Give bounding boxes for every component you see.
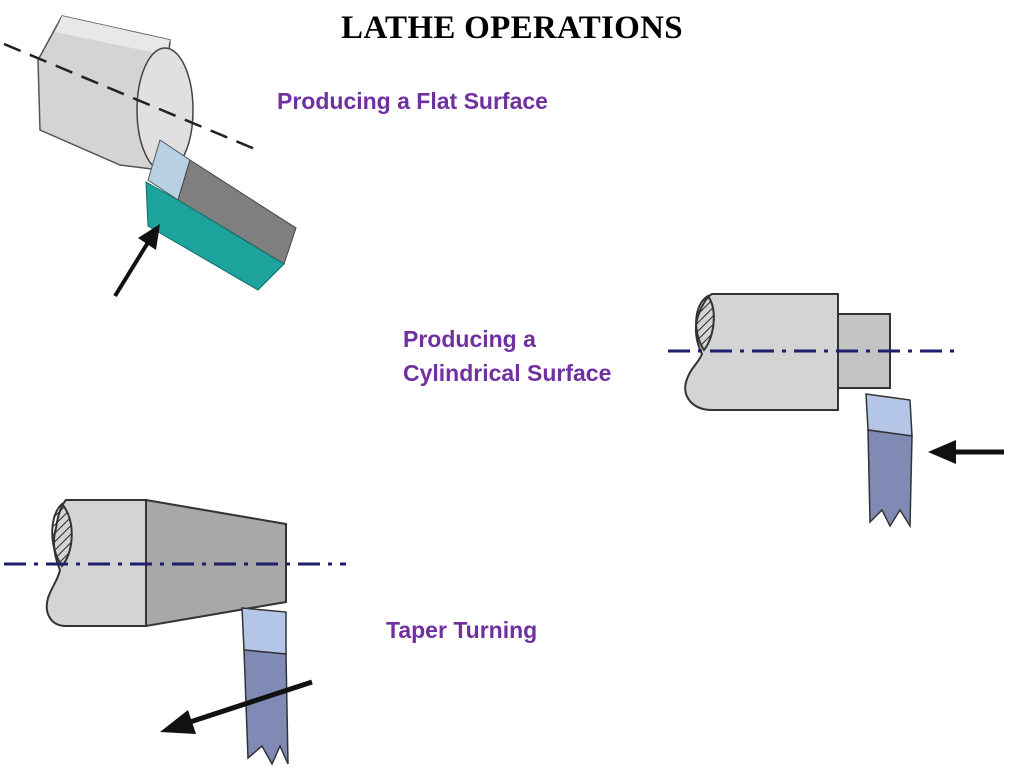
tool-body-side [145,181,285,291]
feed-arrow-shaft [113,234,154,298]
tool-tip [865,393,913,437]
feed-arrow-head [160,710,196,734]
tool-shank [243,649,289,766]
axis-centerline [3,42,263,154]
caption-flat-surface: Producing a Flat Surface [277,88,548,114]
tool-tip [241,607,287,655]
feed-arrow-shaft [189,679,313,725]
slide-title: LATHE OPERATIONS [341,10,683,46]
feed-arrow-head [928,440,956,464]
break-hatch [51,502,73,568]
feed-arrow-head [138,224,160,250]
caption-taper-turning: Taper Turning [386,617,538,643]
tool-shank [867,429,913,529]
caption-cylindrical-surface: Producing a Cylindrical Surface [403,322,611,390]
break-hatch [695,294,715,352]
workpiece-top-shade [55,16,170,55]
facing-diagram [0,0,300,300]
caption-line-2: Cylindrical Surface [403,360,612,386]
taper-turning-diagram [0,494,352,768]
caption-line-1: Producing a [403,326,536,352]
turning-diagram [664,288,1006,530]
